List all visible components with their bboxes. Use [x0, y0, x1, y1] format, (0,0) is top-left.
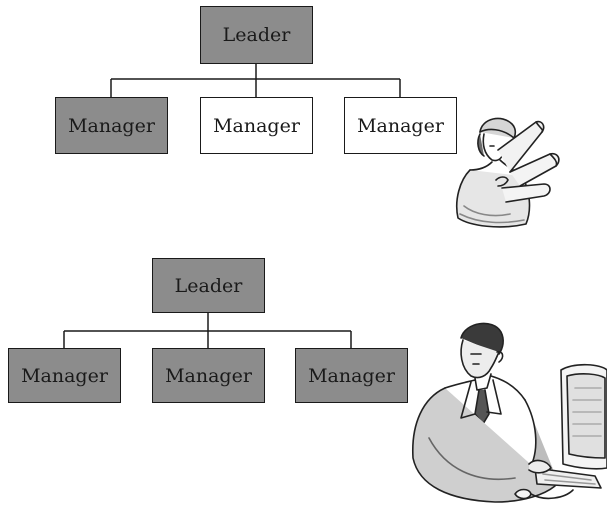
- leader-label: Leader: [222, 24, 291, 46]
- manager-label: Manager: [165, 364, 252, 387]
- woman-with-blueprints-icon: [455, 117, 560, 228]
- manager-label: Manager: [308, 364, 395, 387]
- leader-box-top: Leader: [200, 6, 313, 64]
- manager-label: Manager: [68, 114, 155, 137]
- manager-label: Manager: [213, 114, 300, 137]
- leader-label: Leader: [174, 274, 243, 297]
- manager-label: Manager: [357, 114, 444, 137]
- manager-box-top-3: Manager: [344, 97, 457, 154]
- man-at-computer-icon: [412, 322, 607, 503]
- manager-label: Manager: [21, 364, 108, 387]
- leader-box-bottom: Leader: [152, 258, 265, 313]
- manager-box-top-2: Manager: [200, 97, 313, 154]
- manager-box-bottom-2: Manager: [152, 348, 265, 403]
- manager-box-top-1: Manager: [55, 97, 168, 154]
- manager-box-bottom-1: Manager: [8, 348, 121, 403]
- manager-box-bottom-3: Manager: [295, 348, 408, 403]
